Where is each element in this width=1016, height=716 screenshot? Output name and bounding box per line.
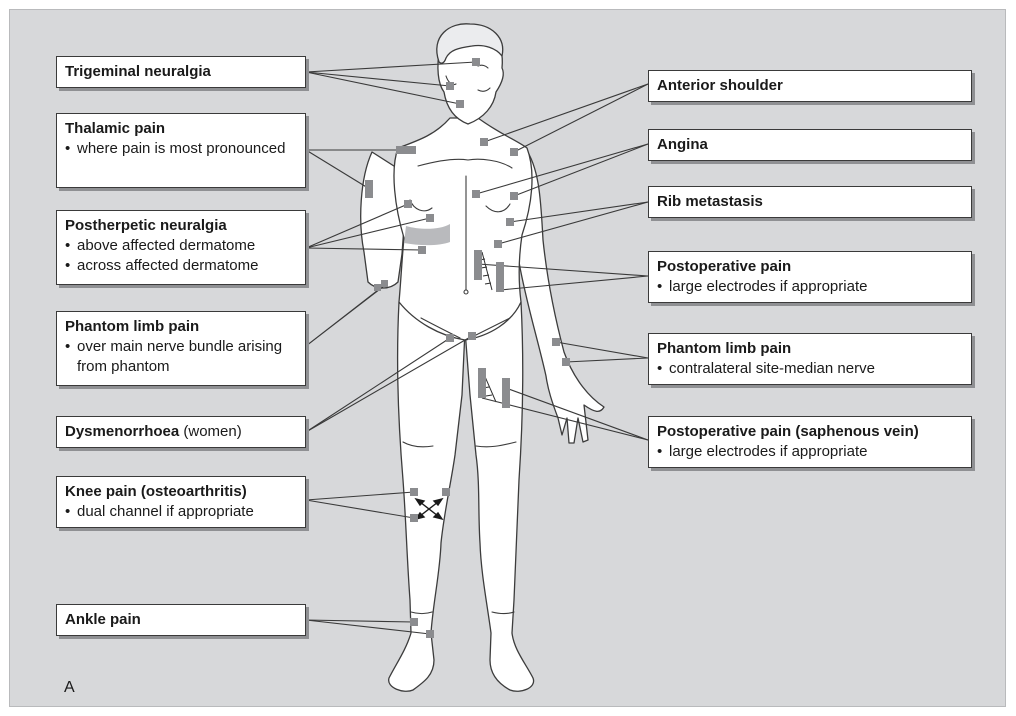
electrode-pad — [418, 246, 426, 254]
electrode-pad — [456, 100, 464, 108]
electrode-pad — [506, 218, 514, 226]
label-rib-metastasis: Rib metastasis — [648, 186, 972, 218]
electrode-pad — [404, 200, 412, 208]
label-note: (women) — [179, 423, 242, 440]
panel-letter: A — [64, 679, 75, 697]
label-title: Phantom limb pain — [65, 317, 297, 337]
label-title: Anterior shoulder — [657, 76, 963, 96]
electrode-pad — [410, 514, 418, 522]
electrode-pad — [494, 240, 502, 248]
electrode-pad — [562, 358, 570, 366]
electrode-pad — [381, 280, 388, 287]
electrode-pad — [426, 214, 434, 222]
electrode-pad — [426, 630, 434, 638]
label-phantom-limb-pain-right: Phantom limb pain •contralateral site-me… — [648, 333, 972, 385]
electrode-pad — [446, 334, 454, 342]
label-angina: Angina — [648, 129, 972, 161]
electrode-pad — [374, 284, 381, 291]
label-title: Ankle pain — [65, 610, 297, 630]
label-thalamic-pain: Thalamic pain •where pain is most pronou… — [56, 113, 306, 188]
electrode-pad — [472, 190, 480, 198]
electrode-pad — [510, 148, 518, 156]
label-postoperative-pain: Postoperative pain •large electrodes if … — [648, 251, 972, 303]
electrode-pad — [472, 58, 480, 66]
label-title: Trigeminal neuralgia — [65, 62, 297, 82]
label-bullet: •contralateral site-median nerve — [657, 359, 963, 379]
label-knee-pain: Knee pain (osteoarthritis) •dual channel… — [56, 476, 306, 528]
label-bullet: •dual channel if appropriate — [65, 502, 297, 522]
label-title: Phantom limb pain — [657, 339, 963, 359]
electrode-pad — [510, 192, 518, 200]
label-title: Postoperative pain — [657, 257, 963, 277]
electrode-pad — [502, 378, 510, 408]
label-dysmenorrhoea: Dysmenorrhoea (women) — [56, 416, 306, 448]
electrode-pad — [365, 180, 373, 198]
label-bullet: •large electrodes if appropriate — [657, 277, 963, 297]
right-leg-shape — [465, 302, 534, 691]
label-anterior-shoulder: Anterior shoulder — [648, 70, 972, 102]
electrode-pad — [474, 250, 482, 280]
label-title: Angina — [657, 135, 963, 155]
electrode-pad — [552, 338, 560, 346]
electrode-pad — [480, 138, 488, 146]
label-ankle-pain: Ankle pain — [56, 604, 306, 636]
electrode-pad — [496, 262, 504, 292]
electrode-pad — [396, 146, 416, 154]
label-postherpetic-neuralgia: Postherpetic neuralgia •above affected d… — [56, 210, 306, 285]
electrode-pad — [468, 332, 476, 340]
label-title: Rib metastasis — [657, 192, 963, 212]
electrode-pad — [442, 488, 450, 496]
label-title: Thalamic pain — [65, 119, 297, 139]
label-bullet: •across affected dermatome — [65, 256, 297, 276]
label-title: Postoperative pain (saphenous vein) — [657, 422, 963, 442]
electrode-pad — [410, 618, 418, 626]
electrode-pad — [410, 488, 418, 496]
label-bullet: •above affected dermatome — [65, 236, 297, 256]
label-title: Knee pain (osteoarthritis) — [65, 482, 297, 502]
label-bullet: •over main nerve bundle arising from pha… — [65, 337, 297, 377]
electrode-pad — [478, 368, 486, 398]
label-bullet: •large electrodes if appropriate — [657, 442, 963, 462]
label-title: Dysmenorrhoea — [65, 423, 179, 440]
label-postoperative-pain-saphenous: Postoperative pain (saphenous vein) •lar… — [648, 416, 972, 468]
label-phantom-limb-pain-left: Phantom limb pain •over main nerve bundl… — [56, 311, 306, 386]
label-bullet: •where pain is most pronounced — [65, 139, 297, 159]
electrode-pad — [446, 82, 454, 90]
label-trigeminal-neuralgia: Trigeminal neuralgia — [56, 56, 306, 88]
label-title: Postherpetic neuralgia — [65, 216, 297, 236]
